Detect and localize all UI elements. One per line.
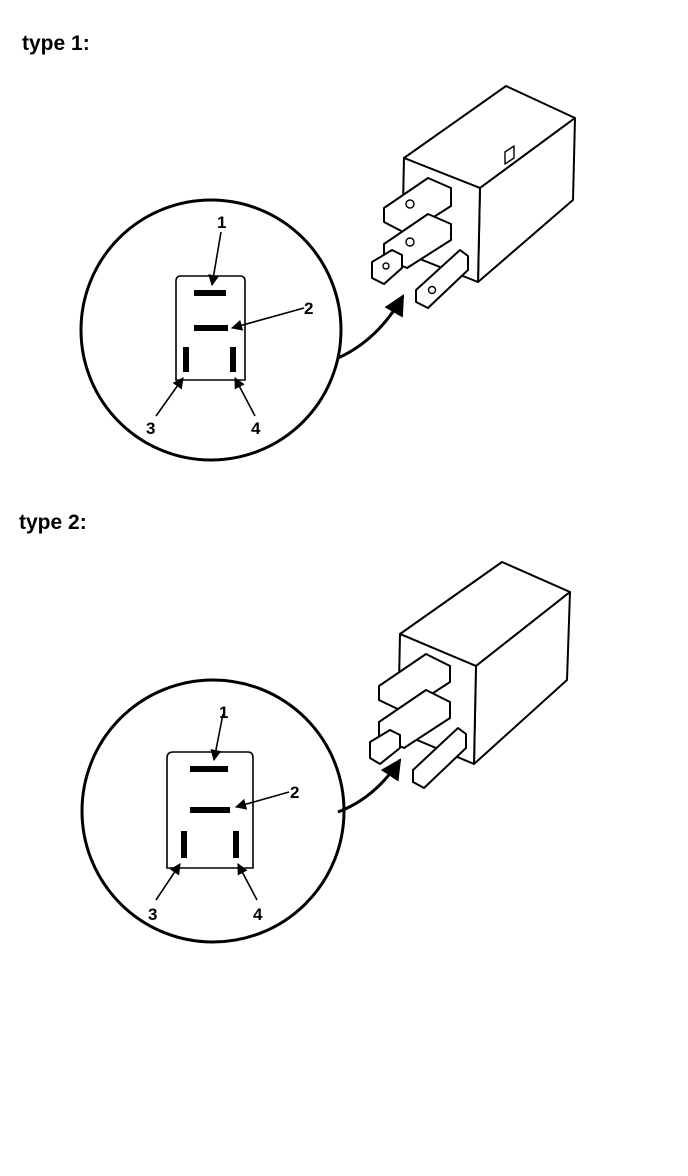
leader-line-2 [230, 307, 305, 331]
pin-number-3: 3 [148, 905, 157, 924]
pin-number-4: 4 [253, 905, 263, 924]
pin-number-2: 2 [290, 783, 299, 802]
pin-number-1: 1 [219, 703, 228, 722]
leader-line-2 [234, 791, 290, 810]
relay-illustration [371, 85, 576, 309]
terminal-slot-2 [190, 807, 230, 813]
leader-line-1 [210, 713, 224, 762]
terminal-slot-1 [194, 290, 226, 296]
leader-line-4 [234, 377, 256, 417]
type-1-label: type 1: [22, 32, 90, 55]
terminal-slot-2 [194, 325, 228, 331]
relay-illustration [369, 561, 571, 789]
leader-line-4 [237, 863, 258, 901]
terminal-slot-3 [181, 831, 187, 858]
pin-number-3: 3 [146, 419, 155, 438]
terminal-slot-4 [230, 347, 236, 372]
leader-line-1 [208, 231, 222, 287]
pin-number-2: 2 [304, 299, 313, 318]
type-2-label: type 2: [19, 511, 87, 534]
leader-line-3 [155, 863, 181, 901]
leader-line-3 [155, 377, 184, 417]
pin-number-1: 1 [217, 213, 226, 232]
terminal-slot-1 [190, 766, 228, 772]
terminal-slot-4 [233, 831, 239, 858]
pointer-arrow [337, 758, 402, 814]
pointer-arrow [337, 294, 405, 360]
type-1-diagram: 1 2 3 4 [79, 85, 576, 462]
pin-number-4: 4 [251, 419, 261, 438]
type-2-diagram: 1 2 3 4 [80, 561, 571, 944]
terminal-slot-3 [183, 347, 189, 372]
